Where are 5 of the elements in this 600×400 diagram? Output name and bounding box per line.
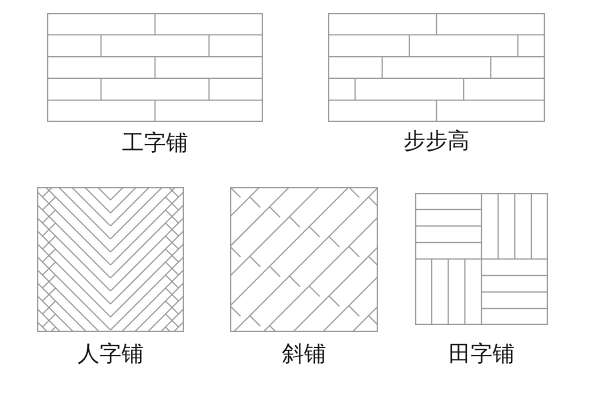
- pattern-caption: 斜铺: [282, 342, 326, 368]
- pattern-caption: 田字铺: [448, 342, 514, 368]
- pattern-caption: 步步高: [404, 129, 470, 155]
- pattern-caption: 人字铺: [78, 342, 144, 368]
- pattern-caption: 工字铺: [122, 131, 188, 157]
